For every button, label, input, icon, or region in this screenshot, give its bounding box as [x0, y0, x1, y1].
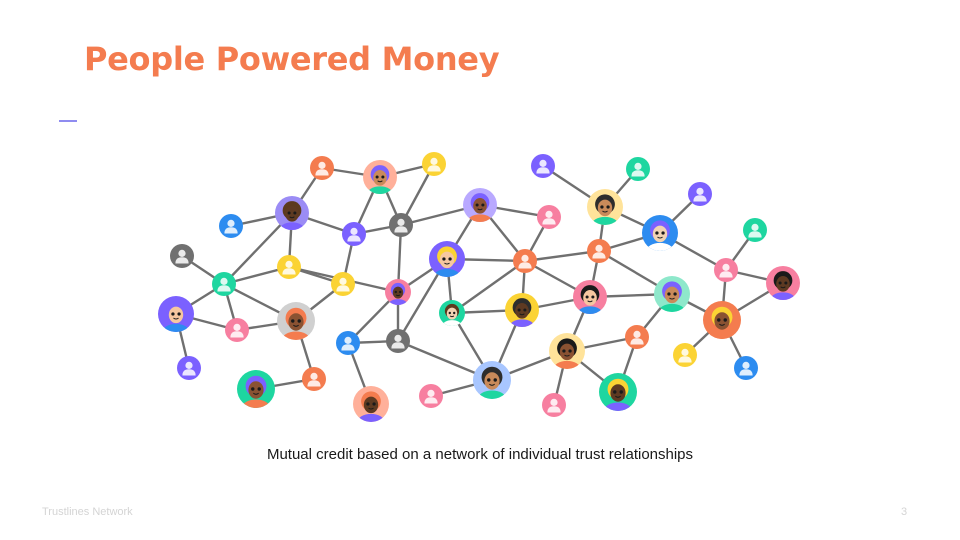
- user-icon: [734, 356, 758, 380]
- person-avatar-node: [642, 215, 678, 251]
- person-avatar-node: [703, 301, 741, 339]
- user-icon: [225, 318, 249, 342]
- user-icon: [587, 239, 611, 263]
- user-icon: [513, 249, 537, 273]
- user-icon: [219, 214, 243, 238]
- person-avatar-node: [385, 279, 411, 305]
- user-icon: [625, 325, 649, 349]
- user-icon: [673, 343, 697, 367]
- slide-title: People Powered Money: [84, 40, 500, 78]
- person-avatar-node: [353, 386, 389, 422]
- person-avatar-node: [158, 296, 194, 332]
- person-avatar-node: [277, 302, 315, 340]
- person-avatar-node: [363, 160, 397, 194]
- person-avatar-node: [429, 241, 465, 277]
- user-icon: [331, 272, 355, 296]
- user-icon: [743, 218, 767, 242]
- person-avatar-node: [439, 300, 465, 326]
- person-avatar-node: [766, 266, 800, 300]
- user-icon: [302, 367, 326, 391]
- person-avatar-node: [473, 361, 511, 399]
- network-nodes: [158, 152, 800, 422]
- user-icon: [542, 393, 566, 417]
- user-icon: [310, 156, 334, 180]
- person-avatar-node: [275, 196, 309, 230]
- trust-link: [523, 249, 601, 263]
- person-avatar-node: [463, 188, 497, 222]
- user-icon: [212, 272, 236, 296]
- user-icon: [389, 213, 413, 237]
- person-avatar-node: [549, 333, 585, 369]
- trust-link: [450, 259, 527, 315]
- person-avatar-node: [505, 293, 539, 327]
- user-icon: [386, 329, 410, 353]
- user-icon: [277, 255, 301, 279]
- person-avatar-node: [237, 370, 275, 408]
- user-icon: [177, 356, 201, 380]
- user-icon: [419, 384, 443, 408]
- user-icon: [714, 258, 738, 282]
- person-avatar-node: [587, 189, 623, 225]
- user-icon: [688, 182, 712, 206]
- user-icon: [626, 157, 650, 181]
- user-icon: [336, 331, 360, 355]
- user-icon: [422, 152, 446, 176]
- person-avatar-node: [573, 280, 607, 314]
- user-icon: [537, 205, 561, 229]
- user-icon: [342, 222, 366, 246]
- accent-dash: [59, 120, 77, 122]
- user-icon: [170, 244, 194, 268]
- slide-caption: Mutual credit based on a network of indi…: [266, 446, 694, 463]
- person-avatar-node: [599, 373, 637, 411]
- page-number: 3: [901, 506, 908, 518]
- user-icon: [531, 154, 555, 178]
- footer-brand: Trustlines Network: [42, 506, 133, 518]
- person-avatar-node: [654, 276, 690, 312]
